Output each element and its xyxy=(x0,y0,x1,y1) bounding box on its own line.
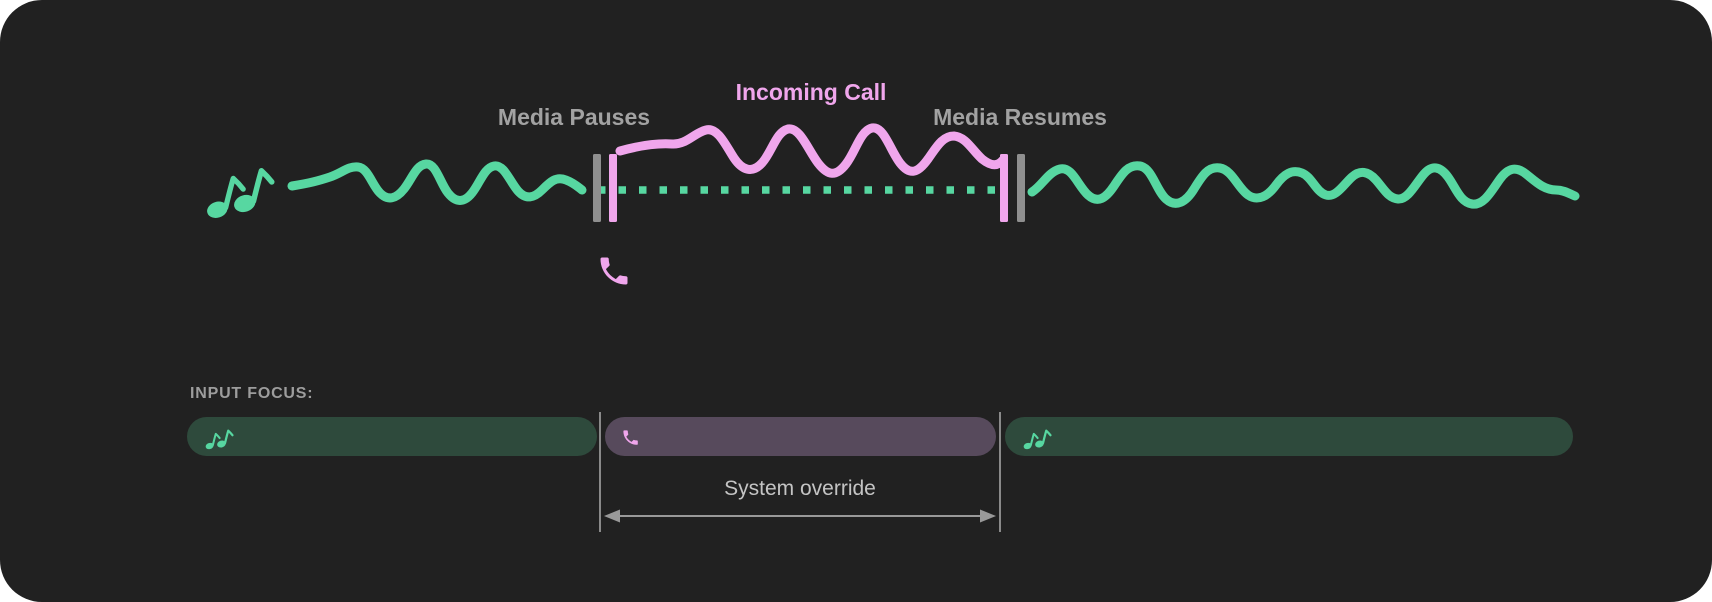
input-focus-heading: INPUT FOCUS: xyxy=(190,385,314,402)
override-boundary-right-line xyxy=(999,412,1001,532)
media-focus-segment-after xyxy=(1005,417,1573,456)
system-override-label: System override xyxy=(724,477,876,500)
incoming-call-label: Incoming Call xyxy=(735,79,887,105)
call-focus-segment xyxy=(605,417,996,456)
media-resumes-label: Media Resumes xyxy=(933,104,1107,130)
override-boundary-left-line xyxy=(599,412,601,532)
media-pauses-label: Media Pauses xyxy=(497,104,651,130)
media-focus-segment-before xyxy=(187,417,597,456)
